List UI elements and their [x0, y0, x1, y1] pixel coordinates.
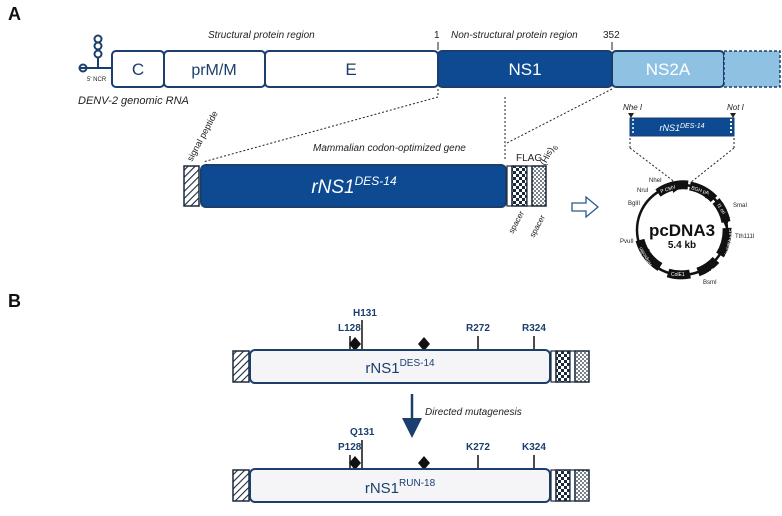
- nonstructural-region-label: Non-structural protein region: [451, 30, 578, 41]
- spacer-2-label: spacer: [528, 213, 547, 239]
- spacer-1-label: spacer: [507, 209, 526, 235]
- site-left-label: Nhe I: [623, 103, 643, 112]
- arc-label-bgh: BGH pA: [690, 185, 710, 197]
- arc-label-neo: Neomycin: [722, 240, 732, 263]
- construct-gene-bar: [200, 164, 507, 208]
- signal-peptide-box: [183, 165, 200, 207]
- segment-e-label: E: [345, 60, 356, 79]
- site-right-label: Not I: [727, 103, 745, 112]
- signal-peptide-label: signal peptide: [185, 109, 220, 163]
- feature-nhei: NheI: [649, 178, 662, 184]
- feature-bsmi: BsmI: [703, 280, 717, 286]
- position-start-label: 1: [434, 30, 440, 41]
- gene-title: Mammalian codon-optimized gene: [313, 143, 466, 154]
- plasmid-insert-bar: [629, 117, 735, 137]
- feature-bglii: BglII: [628, 201, 640, 207]
- his-label: (His)6: [538, 142, 560, 168]
- panel-b-letter: B: [8, 291, 21, 311]
- glycosylation-diamond-icon: [418, 337, 430, 351]
- glycosylation-diamond-icon: [418, 456, 430, 470]
- arc-neo: [716, 227, 732, 258]
- mutation-label-k324: K324: [522, 442, 546, 453]
- his-tag-box: [531, 165, 547, 207]
- plasmid-name: pcDNA3: [649, 221, 715, 240]
- arc-cole1: [666, 268, 691, 280]
- arc-cmv: [655, 180, 689, 197]
- segment-prm-label: prM/M: [191, 62, 236, 79]
- stem-loop-icon: [78, 34, 112, 73]
- des-name: rNS1DES-14: [365, 358, 435, 377]
- structural-region-label: Structural protein region: [208, 30, 315, 41]
- run-bar: [249, 468, 551, 503]
- arc-label-sv40ori: SV40 ori: [727, 229, 733, 248]
- position-end-label: 352: [603, 30, 620, 41]
- feature-pvuii: PvuII: [620, 239, 634, 245]
- segment-ns1-label: NS1: [508, 60, 541, 79]
- segment-ns2a-label: NS2A: [646, 60, 691, 79]
- des-signal-box: [232, 350, 250, 383]
- feature-smai: SmaI: [733, 203, 747, 209]
- plasmid-map: pcDNA3 5.4 kb P CMV BGH pA f1 ori SV40 o…: [620, 178, 755, 286]
- mutation-label-q131: Q131: [350, 427, 375, 438]
- mutagenesis-label: Directed mutagenesis: [425, 407, 522, 418]
- genome-bar: C prM/M E NS1 NS2A: [111, 50, 781, 88]
- plasmid-insert-name: rNS1DES-14: [659, 123, 704, 133]
- arc-sv40pa: [696, 256, 720, 277]
- construct-name: rNS1DES-14: [311, 174, 397, 198]
- mutation-label-r272: R272: [466, 323, 490, 334]
- feature-tth111i: Tth111I: [735, 234, 755, 240]
- segment-continuation: [723, 50, 781, 88]
- glycosylation-diamond-icon: [349, 337, 361, 351]
- segment-c-label: C: [132, 60, 144, 79]
- plasmid-size: 5.4 kb: [668, 240, 696, 251]
- mutation-label-p128: P128: [338, 442, 362, 453]
- arc-label-cmv: P CMV: [660, 184, 677, 195]
- arc-label-f1: f1 ori: [715, 203, 726, 216]
- run-signal-box: [232, 469, 250, 502]
- mutation-label-k272: K272: [466, 442, 490, 453]
- run-name: rNS1RUN-18: [365, 478, 436, 497]
- flag-label: FLAG: [516, 153, 542, 164]
- des-construct: L128 H131 R272 R324 rNS1DES-14: [232, 308, 590, 384]
- des-bar: [249, 349, 551, 384]
- run-construct: P128 Q131 K272 K324 rNS1RUN-18: [232, 427, 590, 503]
- mutation-label-l128: L128: [338, 323, 361, 334]
- arc-label-cole1: ColE1: [671, 272, 685, 278]
- mutation-label-r324: R324: [522, 323, 546, 334]
- glycosylation-diamond-icon: [349, 456, 361, 470]
- panel-a-letter: A: [8, 4, 21, 24]
- arc-amp: [635, 238, 663, 271]
- mutation-label-h131: H131: [353, 308, 377, 319]
- feature-nrui: NruI: [637, 188, 649, 194]
- genomic-rna-label: DENV-2 genomic RNA: [78, 95, 189, 107]
- hollow-arrow-icon: [571, 195, 600, 219]
- flag-tag-box: [511, 165, 528, 207]
- ncr-label: 5' NCR: [87, 77, 107, 83]
